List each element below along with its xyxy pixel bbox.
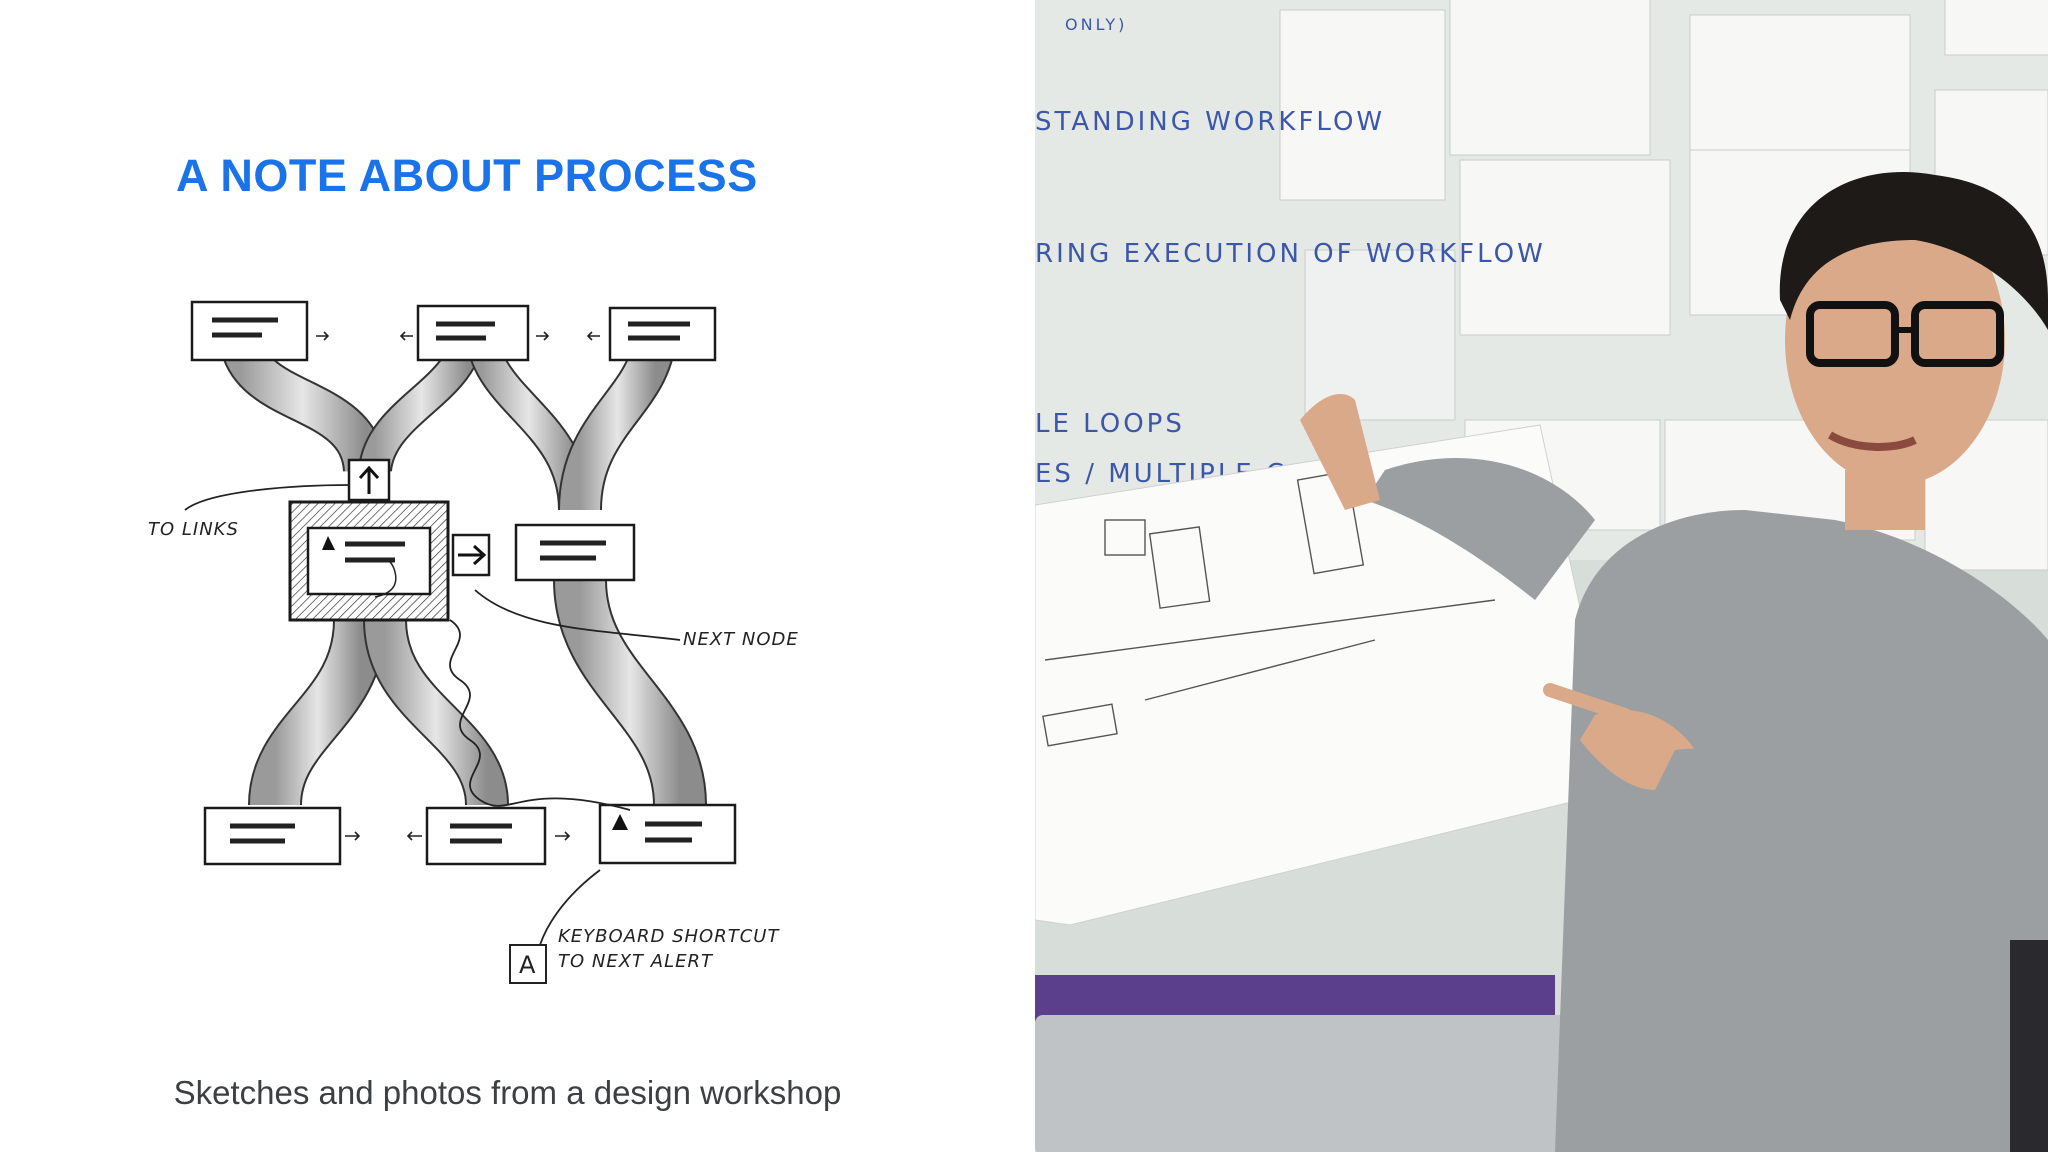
whiteboard-writing: ONLY) STANDING WORKFLOW RING EXECUTION O…	[1035, 15, 1546, 489]
flow-arrows	[316, 331, 600, 841]
shortcut-key-box	[509, 944, 547, 984]
slide-title: A NOTE ABOUT PROCESS	[176, 150, 758, 201]
workflow-sketch: TO LINKS NEXT NODE A KEYBOARD SHORTCUT T…	[148, 300, 799, 984]
presenter	[1300, 171, 2048, 1152]
svg-text:LE LOOPS: LE LOOPS	[1035, 409, 1185, 439]
alerted-node	[288, 458, 491, 622]
shortcut-key: A	[519, 951, 536, 979]
label-to-links: TO LINKS	[148, 519, 239, 540]
svg-text:STANDING WORKFLOW: STANDING WORKFLOW	[1035, 107, 1385, 137]
chair	[2010, 940, 2048, 1152]
pinned-papers	[1279, 0, 2048, 571]
annotation-lines	[184, 484, 681, 946]
svg-text:ONLY): ONLY)	[1065, 15, 1127, 34]
label-keyboard-shortcut: KEYBOARD SHORTCUT	[558, 926, 780, 947]
workshop-photo: ONLY) STANDING WORKFLOW RING EXECUTION O…	[1035, 0, 2048, 1152]
slide-caption: Sketches and photos from a design worksh…	[173, 1074, 842, 1111]
label-to-next-alert: TO NEXT ALERT	[558, 951, 714, 972]
svg-text:RING EXECUTION OF WORKFLOW: RING EXECUTION OF WORKFLOW	[1035, 239, 1546, 269]
bottom-row-nodes	[203, 803, 737, 866]
slide-left-panel: A NOTE ABOUT PROCESS	[148, 150, 842, 1111]
label-next-node: NEXT NODE	[683, 629, 799, 650]
laptop	[1035, 1015, 1695, 1152]
top-row-nodes	[190, 300, 717, 362]
next-node	[514, 523, 636, 582]
